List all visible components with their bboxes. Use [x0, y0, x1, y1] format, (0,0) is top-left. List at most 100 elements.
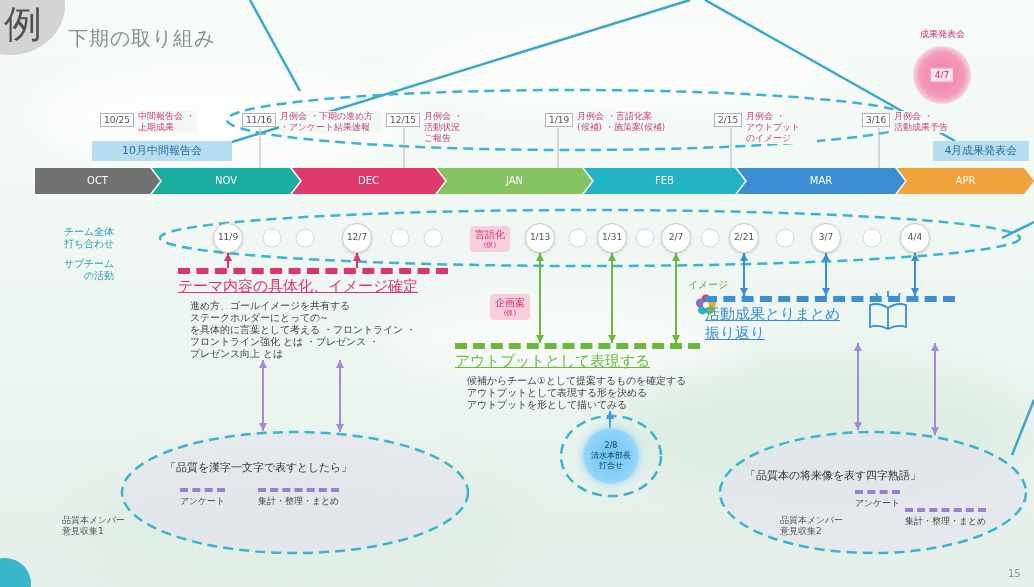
meeting-dot [636, 229, 654, 247]
milestone-date: 2/15 [718, 114, 738, 126]
milestone-note: 月例会 ・活動状況 ご報告 [423, 111, 485, 144]
month-chevron: NOV [152, 168, 300, 194]
ellipse-outline [120, 430, 470, 555]
highlight-ellipse [160, 210, 1020, 266]
activity-body: 進め方、ゴールイメージを共有する ステークホルダーにとっての~を具体的に言葉とし… [190, 300, 448, 360]
connector [227, 253, 229, 268]
meeting-date: 1/13 [526, 224, 554, 251]
meeting-dot [569, 229, 587, 247]
text-label: イメージ [688, 279, 728, 291]
milestone-date-box: 1/19月例会 ・言語化案(候補) ・施策案(候補) [545, 113, 573, 127]
month-label: MAR [747, 168, 895, 194]
goal-heading: 成果発表会 [920, 29, 965, 40]
meeting-circle: 2/21 [729, 223, 759, 253]
activity-block: アウトプットとして表現する候補からチーム①として提案するものを確定する アウトプ… [455, 343, 700, 411]
milestone-line [404, 128, 405, 168]
meeting-dot [296, 229, 314, 247]
connector [743, 253, 745, 296]
connector [857, 343, 859, 430]
milestone-note: 月例会 ・活動成果予告 [893, 111, 959, 133]
month-label: NOV [162, 168, 290, 194]
activity-body: 候補からチーム①として提案するものを確定する アウトプットとして表現する形を決め… [467, 375, 700, 411]
milestone-date-box: 12/15月例会 ・活動状況 ご報告 [386, 113, 420, 127]
connector [262, 360, 264, 431]
meeting-dot [263, 229, 281, 247]
month-label: OCT [45, 168, 150, 194]
connector [339, 360, 341, 432]
month-chevron: MAR [737, 168, 905, 194]
milestone-line [558, 128, 559, 168]
meeting-dot [863, 229, 881, 247]
milestone-note: 月例会 ・下期の進め方 ・アンケート結果速報 [279, 111, 381, 133]
milestone-date: 10/25 [104, 114, 130, 126]
text-label: 品質本メンバー 意見収集1 [62, 515, 130, 537]
corner-circle [0, 558, 31, 587]
ellipse-shape [122, 432, 468, 553]
connector [825, 253, 827, 296]
text-label: 15 [1008, 568, 1021, 580]
callout-box: 4月成果発表会 [933, 141, 1029, 161]
text-label: サブチーム の活動 [52, 258, 114, 282]
connector [914, 253, 916, 296]
highlight-ellipse [561, 416, 661, 496]
meeting-circle: 2/7 [661, 223, 691, 253]
chevron-fill [437, 168, 592, 194]
connector [934, 343, 936, 435]
meeting-dot [701, 229, 719, 247]
goal-date: 4/7 [930, 68, 954, 83]
month-chevron: DEC [292, 168, 445, 194]
book-spine [887, 308, 889, 329]
survey-question: 「品質本の将来像を表す四字熟語」 [745, 468, 921, 482]
meeting-dot [776, 229, 794, 247]
chevron-fill [737, 168, 905, 194]
milestone-note: 中間報告会 ・上期成果 [137, 111, 197, 133]
milestone-date-box: 10/25中間報告会 ・上期成果 [100, 113, 134, 127]
milestone-date: 11/16 [246, 114, 272, 126]
month-label: DEC [302, 168, 435, 194]
example-badge: 例 [0, 0, 65, 55]
meeting-circle: 11/9 [213, 223, 243, 253]
meeting-date: 4/4 [901, 224, 929, 251]
milestone-line [260, 128, 261, 168]
chevron-fill [897, 168, 1034, 194]
callout-text: 4月成果発表会 [935, 144, 1027, 158]
activity-block: 活動成果とりまとめ 振り返り [705, 296, 955, 343]
survey-step: アンケート [180, 488, 225, 507]
survey-ellipse: 「品質本の将来像を表す四字熟語」アンケート集計・整理・まとめ [718, 430, 1028, 555]
meeting-circle: 1/31 [597, 223, 627, 253]
meeting-circle: 3/7 [811, 223, 841, 253]
connector [539, 253, 541, 343]
milestone-date: 12/15 [390, 114, 416, 126]
milestone-date: 3/16 [866, 114, 886, 126]
chevron-fill [292, 168, 445, 194]
activity-heading: 活動成果とりまとめ 振り返り [705, 305, 855, 343]
survey-question: 「品質を漢字一文字で表すとしたら」 [165, 460, 352, 474]
leader-lines [232, 0, 1034, 455]
meeting-text: 2/8 清水本部長 打合せ [588, 441, 634, 471]
connector [675, 253, 677, 343]
book [870, 304, 906, 329]
tentative-tag: 言語化(仮) [470, 226, 510, 252]
badge-text: 例 [4, 4, 42, 44]
milestone-date-box: 11/16月例会 ・下期の進め方 ・アンケート結果速報 [242, 113, 276, 127]
connector [609, 411, 611, 428]
tentative-tag: 企画案(仮) [490, 294, 530, 320]
month-chevron: OCT [35, 168, 160, 194]
cloud [30, 65, 410, 175]
meeting-date: 12/7 [343, 224, 371, 251]
chevron-fill [35, 168, 160, 194]
survey-ellipse: 「品質を漢字一文字で表すとしたら」アンケート集計・整理・まとめ [120, 430, 470, 555]
survey-step: 集計・整理・まとめ [905, 508, 986, 527]
text-label: チーム全体 打ち合わせ [52, 226, 114, 250]
callout-text: 10月中間報告会 [94, 144, 230, 158]
activity-heading: テーマ内容の具体化、イメージ確定 [178, 277, 448, 296]
callout-box: 10月中間報告会 [92, 141, 232, 161]
cloud-background [30, 25, 1030, 580]
milestone-date: 1/19 [549, 114, 569, 126]
tag-note: (仮) [475, 241, 505, 250]
meeting-circle: 12/7 [342, 223, 372, 253]
goal-circle: 成果発表会4/7 [913, 46, 971, 104]
meeting-date: 11/9 [214, 224, 242, 251]
chevron-fill [152, 168, 300, 194]
